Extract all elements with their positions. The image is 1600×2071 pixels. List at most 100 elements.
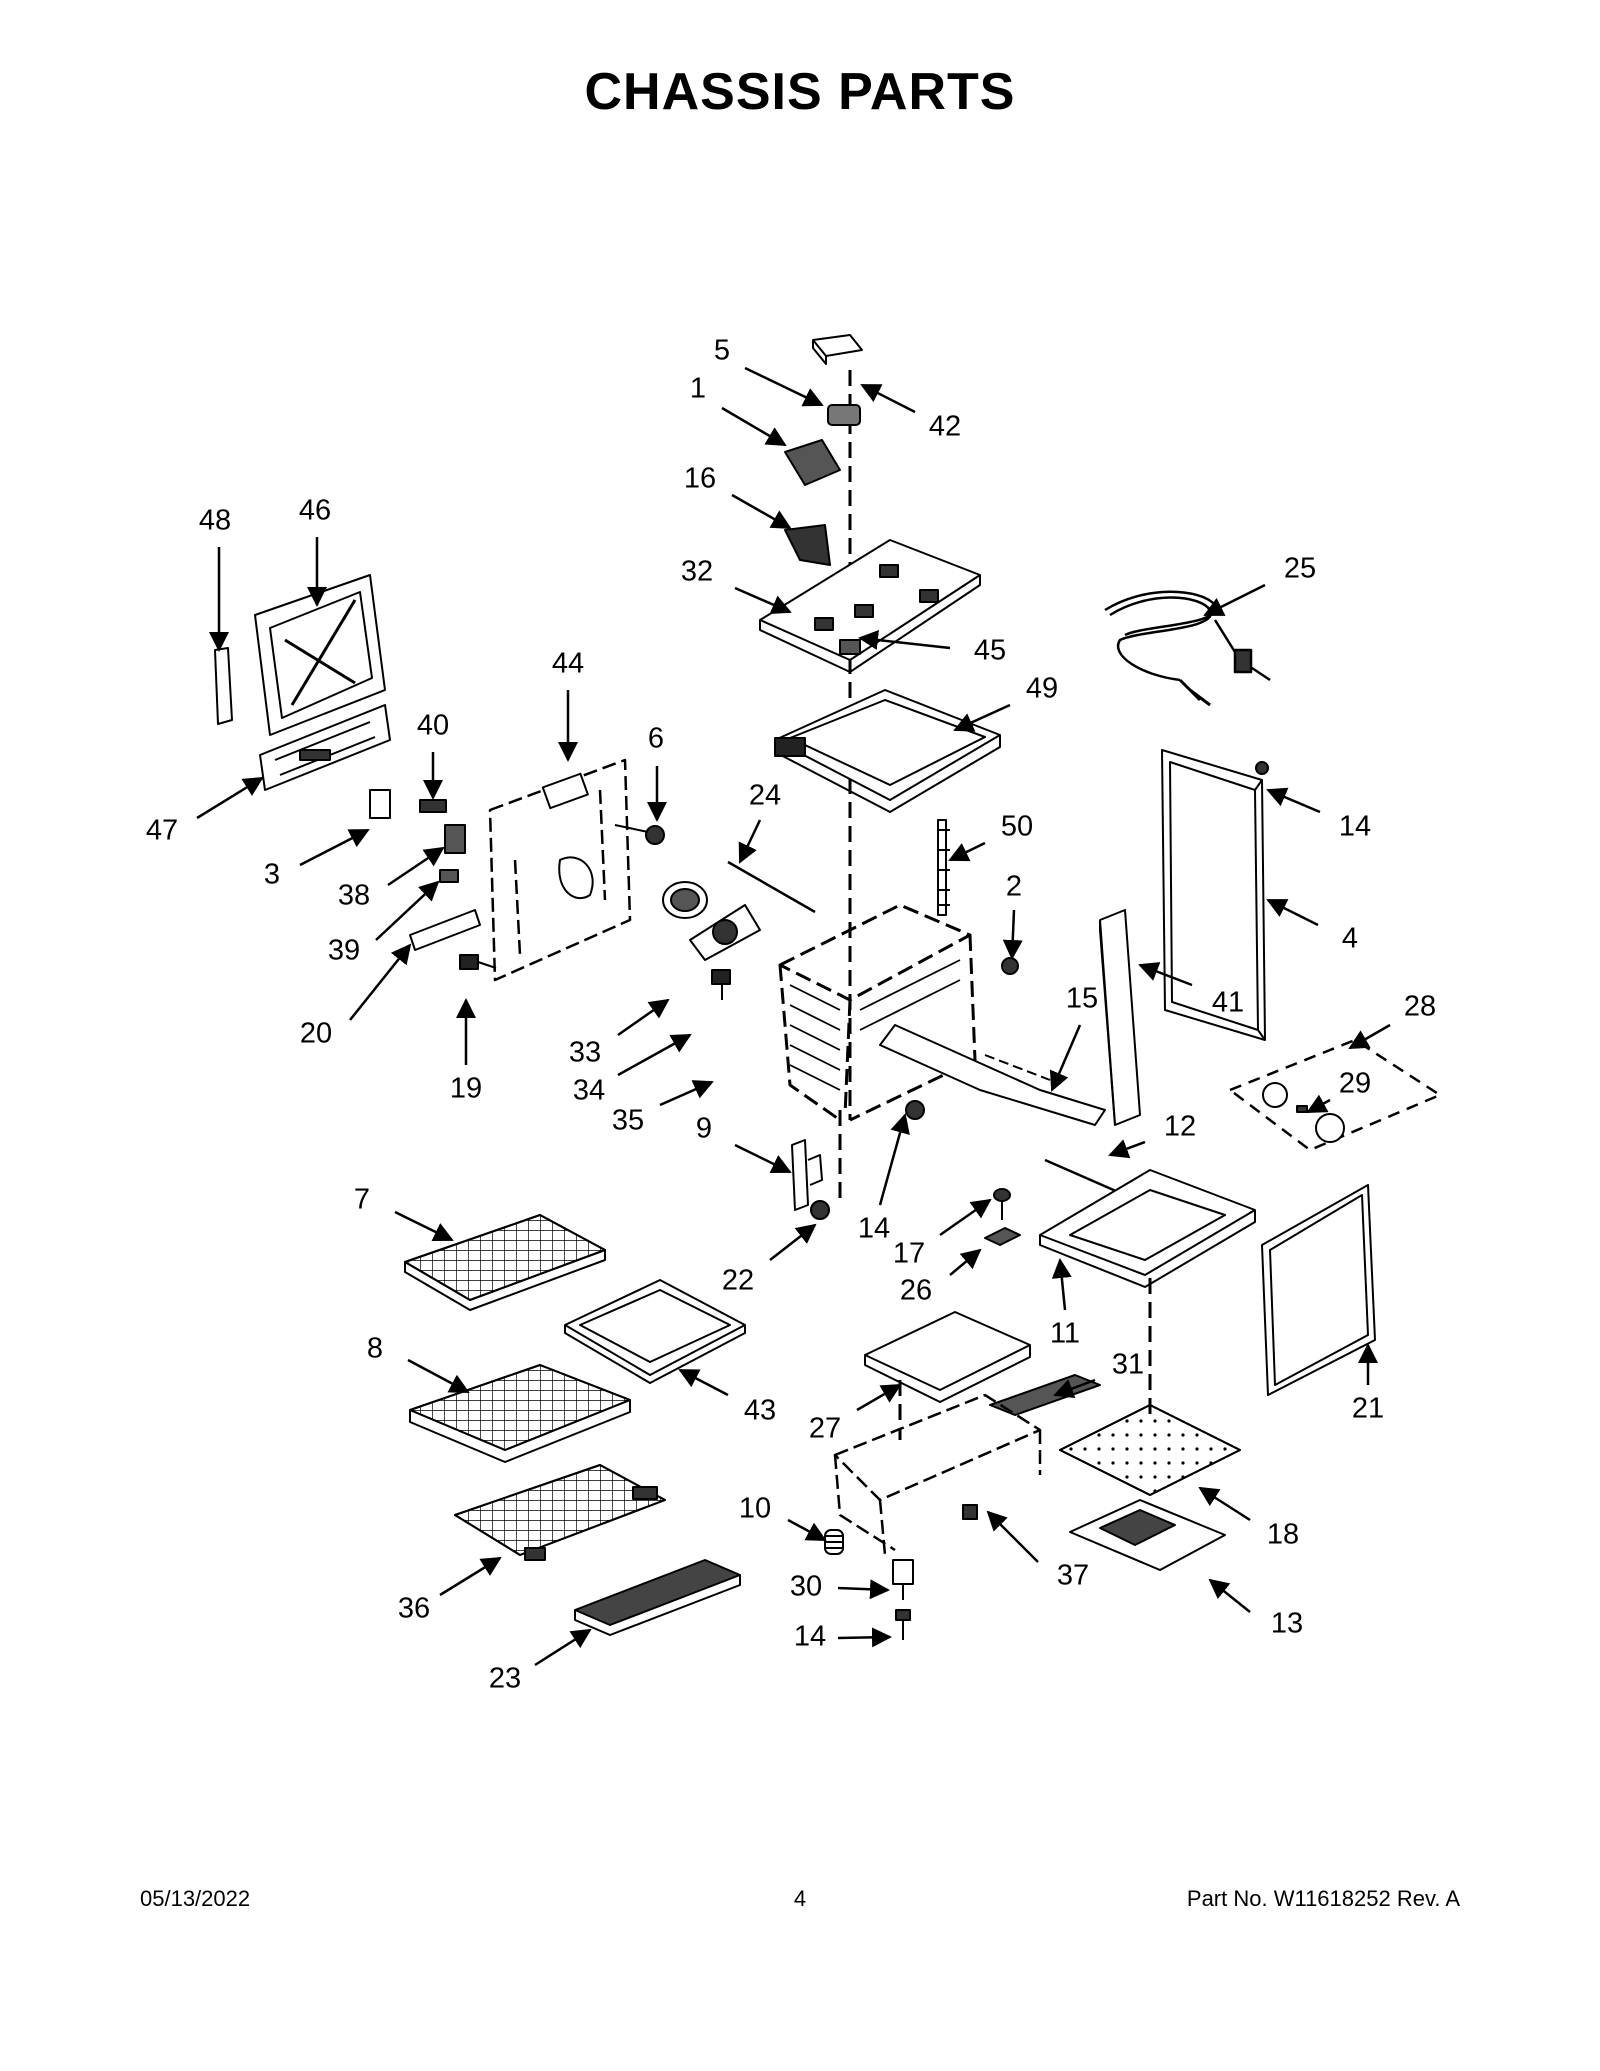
part-43-tray <box>564 1279 746 1384</box>
part-29-knob <box>1262 1082 1288 1108</box>
callout-label: 5 <box>714 335 730 367</box>
part-49-frame <box>774 689 1001 813</box>
callout-leader-12 <box>1108 1139 1146 1159</box>
callout-label: 44 <box>552 648 584 680</box>
callout-leader-31 <box>1053 1378 1096 1399</box>
part-30 <box>892 1559 914 1600</box>
part-35 <box>711 969 731 1000</box>
callout-label: 36 <box>398 1593 430 1625</box>
callout-label: 14 <box>858 1213 890 1245</box>
callout-leader-41 <box>1138 962 1193 987</box>
callout-leader-4 <box>1266 898 1319 927</box>
callout-label: 48 <box>199 505 231 537</box>
callout-leader-24 <box>738 819 762 864</box>
callout-label: 42 <box>929 411 961 443</box>
callout-label: 13 <box>1271 1608 1303 1640</box>
callout-label: 35 <box>612 1105 644 1137</box>
callout-label: 34 <box>573 1075 605 1107</box>
part-41-bar <box>1099 909 1141 1126</box>
callout-leader-38 <box>387 846 445 887</box>
part-13 <box>1069 1499 1226 1571</box>
callout-leader-49 <box>953 703 1011 732</box>
part-23-pan <box>574 1559 741 1636</box>
footer-date: 05/13/2022 <box>140 1886 251 1911</box>
callout-label: 25 <box>1284 553 1316 585</box>
part-10-foot <box>824 1529 844 1555</box>
callout-label: 41 <box>1212 987 1244 1019</box>
part-18-sheet <box>1059 1404 1241 1496</box>
callout-leader-7 <box>394 1210 454 1242</box>
callout-label: 7 <box>354 1184 370 1216</box>
callout-leader-47 <box>196 776 264 820</box>
callout-leader-34 <box>617 1033 692 1077</box>
callout-leader-5 <box>744 366 824 407</box>
part-11-top <box>1039 1169 1256 1288</box>
callout-leader-26 <box>949 1248 982 1276</box>
callout-leader-14 <box>878 1113 910 1206</box>
callout-label: 30 <box>790 1571 822 1603</box>
part-38 <box>444 824 466 854</box>
callout-leader-15 <box>1049 1024 1082 1092</box>
part-20 <box>409 909 481 951</box>
part-48-strip <box>214 647 233 725</box>
footer-part-number: Part No. W11618252 Rev. A <box>1186 1886 1460 1911</box>
part-19 <box>459 954 497 970</box>
callout-label: 8 <box>367 1333 383 1365</box>
callout-leader-32 <box>734 586 792 614</box>
page-title: CHASSIS PARTS <box>584 63 1016 121</box>
callout-leader-2 <box>1002 909 1023 960</box>
part-47-bracket <box>259 704 391 791</box>
callout-leader-14 <box>1266 787 1321 814</box>
part-29-clip <box>1296 1105 1308 1113</box>
callout-label: 39 <box>328 935 360 967</box>
part-9-bracket <box>791 1139 823 1211</box>
callout-leader-36 <box>439 1556 502 1597</box>
callout-label: 37 <box>1057 1560 1089 1592</box>
callout-label: 14 <box>1339 811 1371 843</box>
part-8-rack <box>409 1364 631 1463</box>
callout-label: 11 <box>1050 1318 1080 1350</box>
part-14a-screw <box>1255 761 1269 775</box>
callout-leader-43 <box>678 1368 729 1397</box>
part-33-fan <box>662 881 708 919</box>
callout-label: 10 <box>739 1493 771 1525</box>
part-37 <box>962 1504 978 1520</box>
callout-label: 40 <box>417 710 449 742</box>
callout-leader-3 <box>299 828 370 867</box>
callout-label: 26 <box>900 1275 932 1307</box>
part-22 <box>810 1200 830 1220</box>
callout-label: 4 <box>1342 923 1358 955</box>
part-40 <box>419 799 447 813</box>
part-7-rack <box>404 1214 606 1311</box>
callout-leader-35 <box>659 1080 714 1107</box>
callout-label: 15 <box>1066 983 1098 1015</box>
callout-label: 21 <box>1352 1393 1384 1425</box>
part-4-panel <box>1161 749 1266 1041</box>
part-44-plate <box>541 772 589 810</box>
part-36-rack <box>454 1464 666 1561</box>
part-21-gasket <box>1261 1184 1376 1396</box>
callout-label: 29 <box>1339 1068 1371 1100</box>
callout-leader-39 <box>375 880 440 941</box>
callout-label: 47 <box>146 815 178 847</box>
callout-label: 3 <box>264 859 280 891</box>
callout-label: 27 <box>809 1413 841 1445</box>
callout-leader-23 <box>534 1628 592 1667</box>
callout-leader-30 <box>837 1579 890 1600</box>
callout-leader-37 <box>986 1510 1039 1563</box>
part-50-strip <box>937 819 950 916</box>
callout-label: 17 <box>893 1238 925 1270</box>
part-17 <box>993 1188 1011 1220</box>
callout-leader-27 <box>856 1383 902 1412</box>
part-14c-screw <box>895 1609 911 1640</box>
callout-label: 49 <box>1026 673 1058 705</box>
callout-label: 9 <box>696 1113 712 1145</box>
lower-frame <box>833 1393 1042 1556</box>
callout-label: 6 <box>648 723 664 755</box>
callout-leader-29 <box>1306 1094 1331 1114</box>
callout-leader-28 <box>1348 1023 1391 1050</box>
oven-cavity-walls <box>789 959 961 1091</box>
callout-label: 43 <box>744 1395 776 1427</box>
callout-label: 33 <box>569 1037 601 1069</box>
callout-label: 45 <box>974 635 1006 667</box>
